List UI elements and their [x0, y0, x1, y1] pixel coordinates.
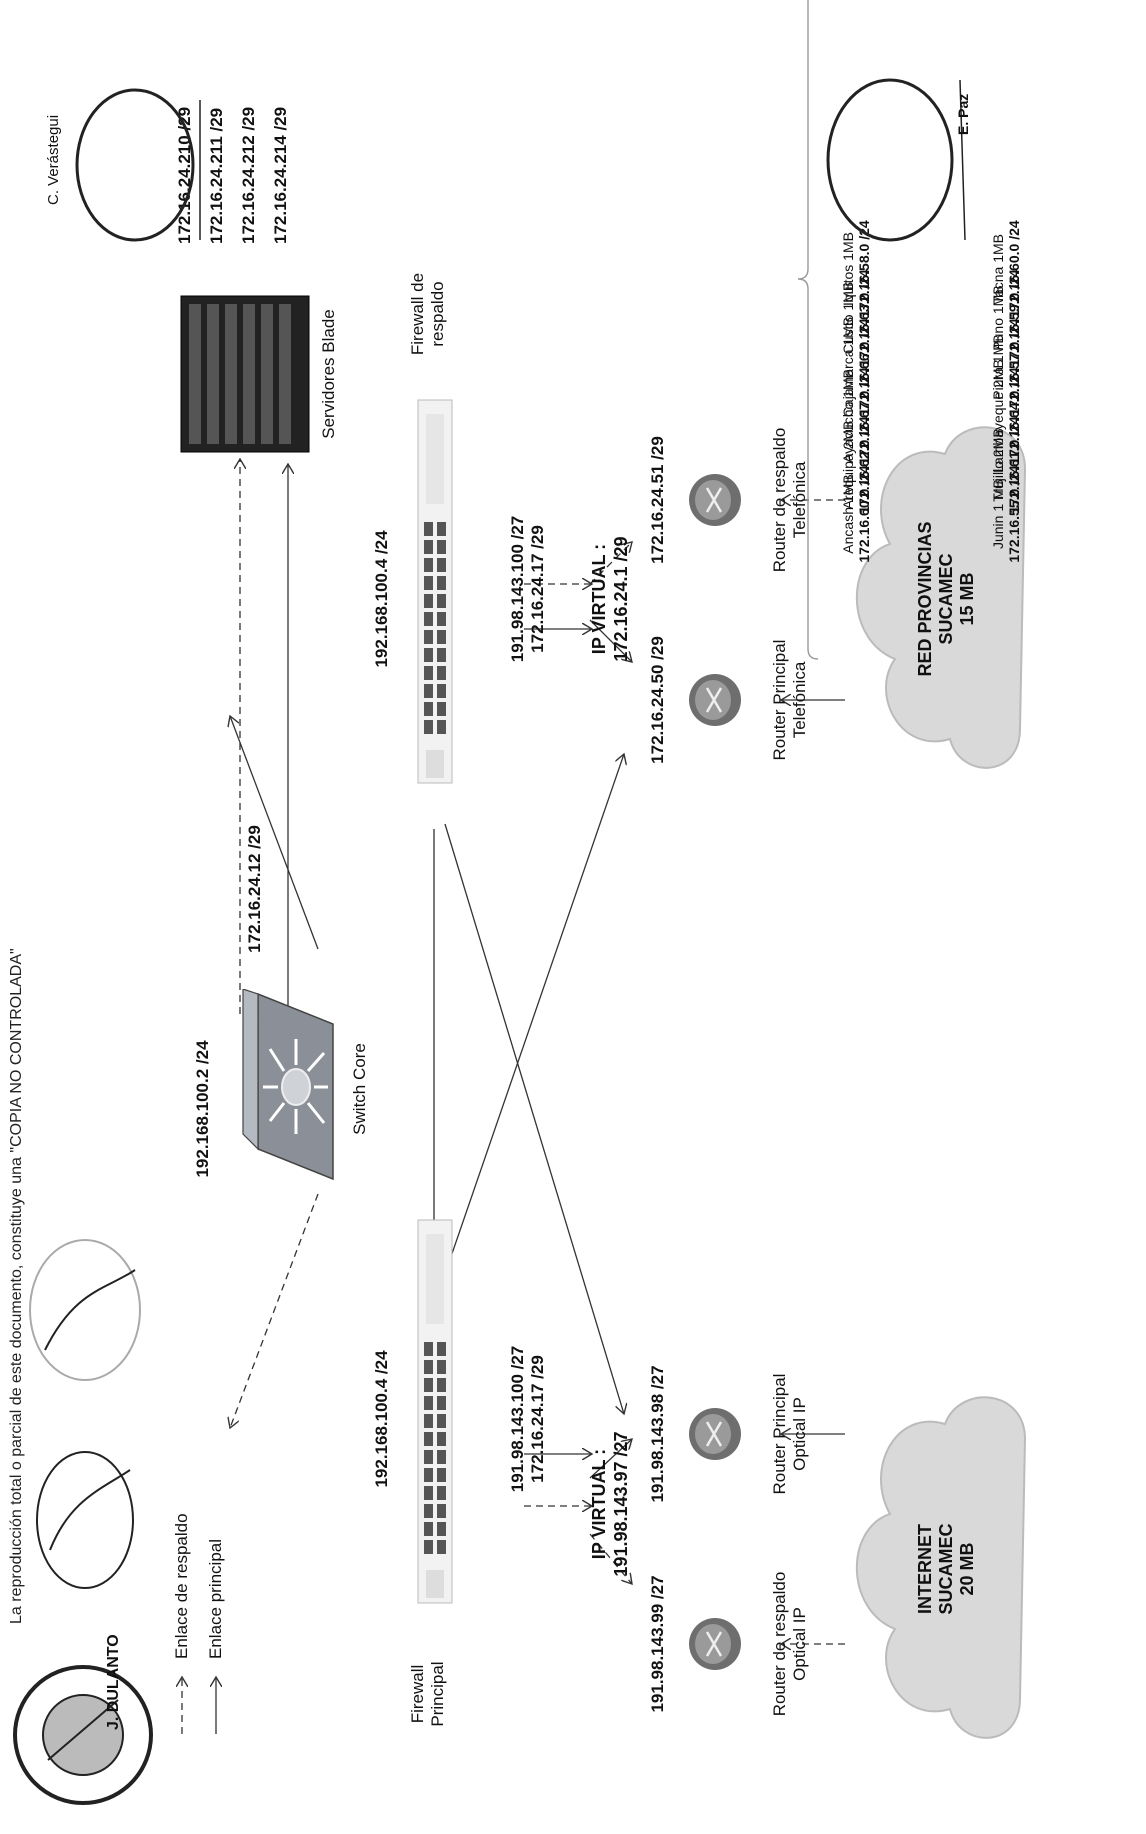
- router-principal-telefonica-name: Router Principal: [770, 639, 789, 761]
- firewall-principal-role: Principal: [428, 1661, 447, 1727]
- firewall-respaldo-role: respaldo: [428, 281, 447, 347]
- firewall-respaldo-ip-dmz: 172.16.24.17 /29: [528, 525, 547, 653]
- servidores-blade: Servidores Blade: [175, 294, 338, 454]
- internet-cloud-bandwidth: 20 MB: [957, 1542, 977, 1596]
- firewall-principal-ip-inside: 192.168.100.4 /24: [372, 1350, 391, 1488]
- provincias-cloud-icon: [855, 426, 1027, 769]
- router-principal-optical-carrier: Optical IP: [790, 1397, 809, 1471]
- router-respaldo-optical-carrier: Optical IP: [790, 1607, 809, 1681]
- stamp-ogpp-icon: [36, 1451, 134, 1589]
- stamp-paz-icon: [826, 78, 966, 242]
- province-site-ip: 172.16.60.0 /24: [1006, 220, 1022, 318]
- blade-server-icon: [180, 295, 310, 453]
- router-icon: [689, 474, 741, 526]
- stamp-paz-name: E. Paz: [955, 93, 971, 135]
- switch-core-icon: [242, 988, 334, 1181]
- router-principal-telefonica-carrier: Telefónica: [790, 661, 809, 739]
- legend-respaldo-label: Enlace de respaldo: [172, 1513, 191, 1659]
- provinces-brace: [797, 0, 819, 660]
- server-ip-2: 172.16.24.211 /29: [207, 107, 226, 244]
- virtual-ip-left-address: 191.98.143.97 /27: [611, 1431, 631, 1577]
- link-fw-respaldo-to-vip-left: [444, 823, 624, 1414]
- router-icon: [689, 1408, 741, 1460]
- internet-cloud-title: INTERNET: [915, 1524, 935, 1614]
- firewall-icon: [417, 1219, 453, 1604]
- stamp-verastegui-icon: [75, 88, 201, 242]
- virtual-ip-right-address: 172.16.24.1 /29: [611, 536, 631, 662]
- stamp-of-gral-icon: [29, 1239, 141, 1381]
- firewall-principal-ip-dmz: 172.16.24.17 /29: [528, 1355, 547, 1483]
- stamp-superintendente-icon: [13, 1665, 153, 1805]
- router-principal-optical-ip: 191.98.143.98 /27: [648, 1365, 667, 1503]
- switch-core-name: Switch Core: [350, 1043, 369, 1135]
- link-fw-principal-to-vip-right: [444, 754, 624, 1275]
- legend-principal-label: Enlace principal: [206, 1538, 225, 1659]
- firewall-principal-name: Firewall: [408, 1664, 427, 1724]
- stamp-verastegui-name: C. Verástegui: [45, 114, 62, 205]
- link-vip-right-to-principal: [589, 619, 632, 662]
- servidores-blade-name: Servidores Blade: [319, 309, 338, 439]
- internet-cloud-icon: [855, 1396, 1027, 1739]
- link-switch-to-fw-principal: [230, 1193, 319, 1428]
- link-vip-left-to-respaldo: [589, 1533, 632, 1584]
- legend-arrows: [160, 1669, 240, 1734]
- router-respaldo-optical-ip: 191.98.143.99 /27: [648, 1575, 667, 1713]
- firewall-principal-ip-outside: 191.98.143.100 /27: [508, 1345, 527, 1493]
- router-icon: [689, 674, 741, 726]
- router-respaldo-optical-name: Router de respaldo: [770, 1571, 789, 1717]
- province-site-name: Tacna 1MB: [990, 233, 1006, 305]
- provincias-cloud-title: RED PROVINCIAS: [915, 521, 935, 677]
- stamp-superintendente-name: J. DULANTO: [105, 1634, 122, 1730]
- virtual-ip-left-label: IP VIRTUAL :: [589, 1448, 609, 1560]
- router-principal-telefonica-ip: 172.16.24.50 /29: [648, 636, 667, 764]
- link-vip-right-to-respaldo: [589, 542, 632, 585]
- virtual-ip-right-label: IP VIRTUAL :: [589, 543, 609, 655]
- firewall-respaldo-name: Firewall de: [408, 272, 427, 356]
- virtual-ip-left: IP VIRTUAL : 191.98.143.97 /27: [588, 1389, 632, 1619]
- provincias-cloud-org: SUCAMEC: [936, 553, 956, 645]
- router-principal-optical-name: Router Principal: [770, 1373, 789, 1495]
- link-switch-to-fw-respaldo: [230, 716, 319, 950]
- internet-cloud-org: SUCAMEC: [936, 1523, 956, 1615]
- server-ip-4: 172.16.24.214 /29: [271, 106, 290, 244]
- firewall-respaldo-ip-outside: 191.98.143.100 /27: [508, 515, 527, 663]
- switch-core: Switch Core 192.168.100.2 /24: [193, 988, 369, 1189]
- provincias-cloud-label: RED PROVINCIAS SUCAMEC 15 MB: [915, 474, 978, 724]
- firewall-respaldo-ip-inside: 192.168.100.4 /24: [372, 530, 391, 668]
- router-respaldo-telefonica-name: Router de respaldo: [770, 427, 789, 573]
- server-ip-3: 172.16.24.212 /29: [239, 106, 258, 244]
- virtual-ip-right: IP VIRTUAL : 172.16.24.1 /29: [588, 484, 632, 714]
- router-respaldo-telefonica-carrier: Telefónica: [790, 461, 809, 539]
- switch-core-ip: 192.168.100.2 /24: [193, 1040, 212, 1178]
- firewall-respaldo: Firewall de respaldo 191.98.143.100 /27 …: [372, 273, 547, 784]
- firewall-principal: Firewall Principal 191.98.143.100 /27 17…: [372, 1219, 547, 1727]
- provincias-cloud-bandwidth: 15 MB: [957, 572, 977, 626]
- router-icon: [689, 1618, 741, 1670]
- router-respaldo-telefonica-ip: 172.16.24.51 /29: [648, 436, 667, 564]
- internet-cloud-label: INTERNET SUCAMEC 20 MB: [915, 1444, 978, 1694]
- switch-uplink-ip: 172.16.24.12 /29: [245, 825, 264, 953]
- firewall-icon: [417, 399, 453, 784]
- link-vip-left-to-principal: [589, 1439, 632, 1479]
